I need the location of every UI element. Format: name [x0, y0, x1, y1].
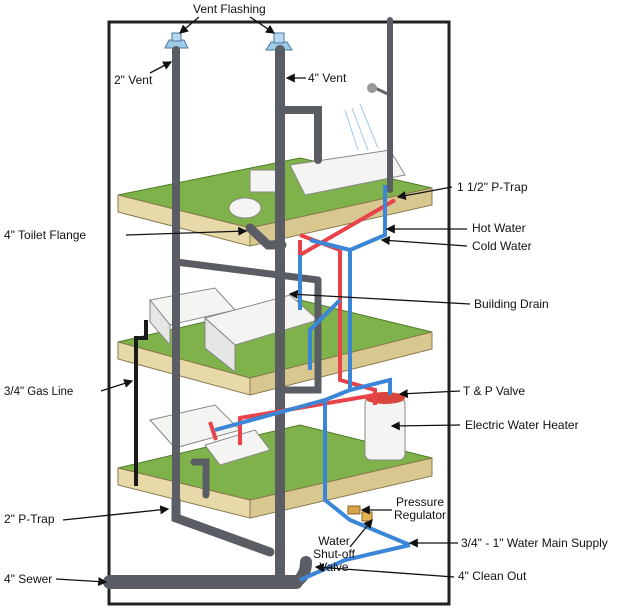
label-4in-sewer: 4" Sewer [4, 572, 53, 586]
label-building-drain: Building Drain [474, 297, 549, 311]
label-water-shutoff-valve: Water Shut-off Valve [306, 535, 362, 574]
label-hot-water: Hot Water [472, 221, 526, 235]
vent-flashing-left [164, 32, 189, 49]
drain-waste-vent-pipes [103, 17, 393, 589]
label-water-shutoff-line2: Shut-off [313, 547, 355, 561]
label-water-main-supply: 3/4" - 1" Water Main Supply [461, 536, 608, 550]
gas-line-pipe [134, 320, 148, 486]
label-water-shutoff-line1: Water [318, 534, 350, 548]
label-pressure-regulator-line2: Regulator [393, 508, 447, 522]
pressure-regulator [347, 505, 361, 515]
label-tp-valve: T & P Valve [463, 384, 526, 398]
label-water-shutoff-line3: Valve [319, 560, 349, 574]
label-pressure-regulator-line1: Pressure [395, 495, 445, 509]
label-4in-vent: 4" Vent [308, 71, 347, 85]
water-supply-lines [208, 185, 411, 582]
label-gas-line: 3/4" Gas Line [4, 386, 74, 398]
leader-lines [55, 16, 471, 587]
label-cold-water: Cold Water [472, 239, 532, 253]
label-2in-vent: 2" Vent [114, 73, 153, 87]
shutoff-valve [361, 511, 373, 522]
label-4in-clean-out: 4" Clean Out [458, 569, 527, 583]
label-electric-water-heater: Electric Water Heater [465, 418, 579, 432]
label-pressure-regulator: Pressure Regulator [388, 496, 452, 522]
label-2in-ptrap: 2" P-Trap [4, 512, 55, 526]
label-vent-flashing: Vent Flashing [193, 2, 266, 16]
label-1-5in-ptrap: 1 1/2" P-Trap [457, 180, 528, 194]
label-toilet-flange: 4" Toilet Flange [4, 228, 87, 242]
